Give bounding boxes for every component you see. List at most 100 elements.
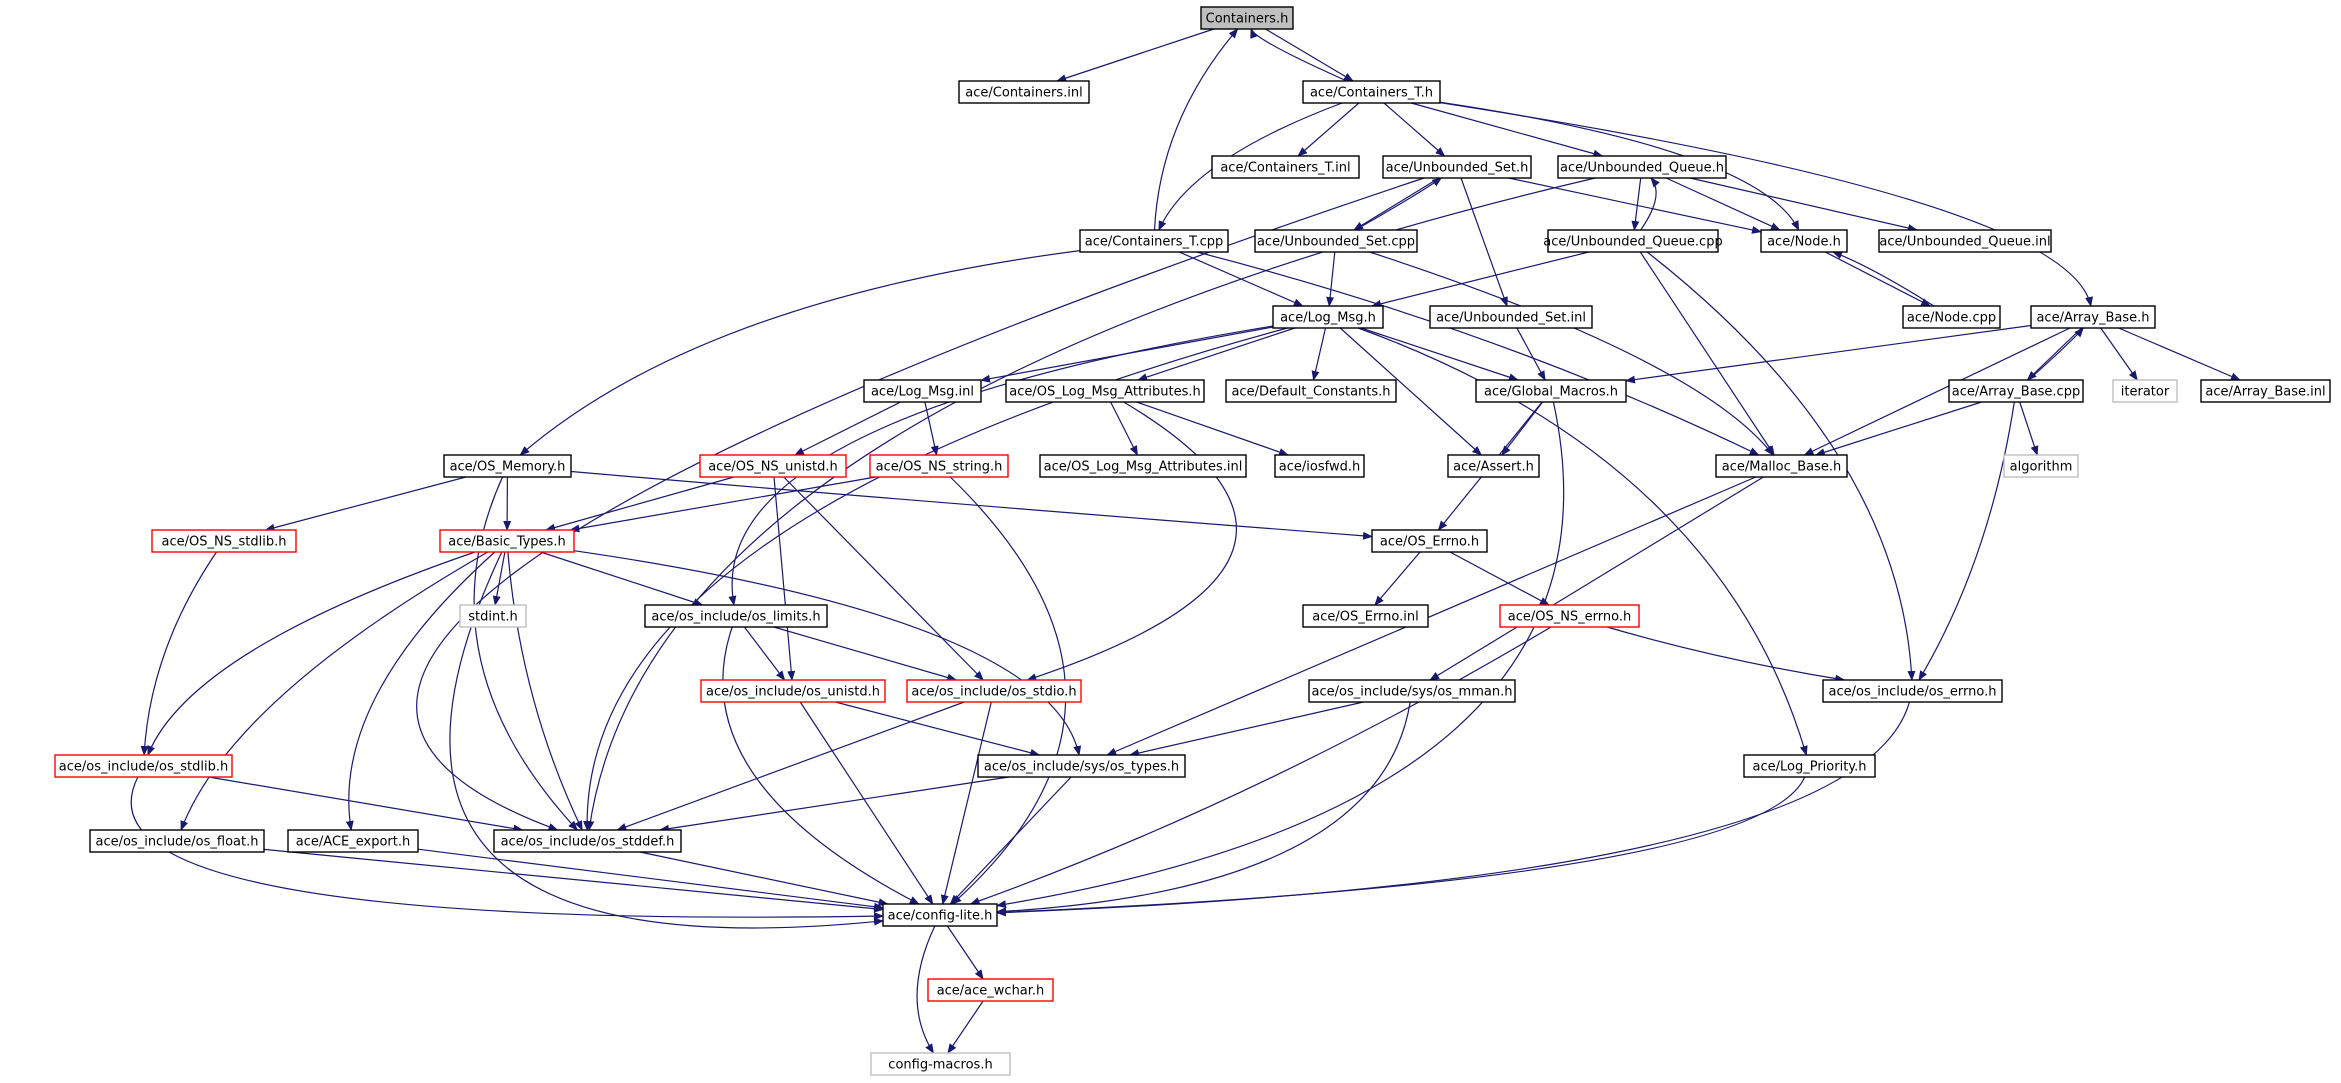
node-box bbox=[958, 80, 1090, 104]
node-box bbox=[1499, 604, 1640, 628]
node-box bbox=[287, 829, 419, 853]
node-box bbox=[1272, 305, 1384, 329]
node-label: ace/config-lite.h bbox=[888, 909, 993, 924]
node-label: ace/OS_Log_Msg_Attributes.h bbox=[1009, 385, 1200, 400]
edge-array_base_cpp-to-malloc_base_h bbox=[1814, 401, 1982, 457]
node-box bbox=[1225, 379, 1397, 403]
node-unbounded-queue-inl[interactable]: ace/Unbounded_Queue.inl bbox=[1878, 229, 2052, 253]
node-ace-export-h[interactable]: ace/ACE_export.h bbox=[287, 829, 419, 853]
node-assert-h[interactable]: ace/Assert.h bbox=[1447, 454, 1540, 478]
edge-containers_h-to-containers_t_h bbox=[1265, 28, 1354, 82]
edge-array_base_h-to-global_macros_h bbox=[1625, 324, 2032, 384]
node-node-cpp[interactable]: ace/Node.cpp bbox=[1902, 305, 2001, 329]
node-array-base-cpp[interactable]: ace/Array_Base.cpp bbox=[1948, 379, 2084, 403]
node-containers-t-cpp[interactable]: ace/Containers_T.cpp bbox=[1079, 229, 1229, 253]
node-box bbox=[1382, 155, 1532, 179]
node-box bbox=[2030, 305, 2156, 329]
node-os-include-sys-os-mman-h[interactable]: ace/os_include/sys/os_mman.h bbox=[1308, 679, 1516, 703]
edge-os_include_sys_os_mman_h-to-os_include_sys_os_types_h bbox=[1129, 701, 1364, 757]
edge-os_include_os_stddef_h-to-config_lite_h bbox=[639, 851, 889, 907]
node-label: ace/Assert.h bbox=[1453, 460, 1534, 475]
node-array-base-inl[interactable]: ace/Array_Base.inl bbox=[2200, 379, 2331, 403]
edge-os_memory_h-to-os_errno_h bbox=[570, 470, 1373, 540]
node-box bbox=[439, 529, 575, 553]
node-box bbox=[1005, 379, 1205, 403]
node-node-h[interactable]: ace/Node.h bbox=[1760, 229, 1848, 253]
node-config-macros-h: config-macros.h bbox=[870, 1052, 1011, 1076]
node-os-include-os-stddef-h[interactable]: ace/os_include/os_stddef.h bbox=[493, 829, 682, 853]
node-containers-t-inl[interactable]: ace/Containers_T.inl bbox=[1211, 155, 1360, 179]
node-os-include-sys-os-types-h[interactable]: ace/os_include/sys/os_types.h bbox=[977, 754, 1186, 778]
node-os-log-msg-attributes-h[interactable]: ace/OS_Log_Msg_Attributes.h bbox=[1005, 379, 1205, 403]
node-log-msg-inl[interactable]: ace/Log_Msg.inl bbox=[863, 379, 982, 403]
node-log-priority-h[interactable]: ace/Log_Priority.h bbox=[1743, 754, 1876, 778]
node-box bbox=[1948, 379, 2084, 403]
edge-os_include_os_stdlib_h-to-config_lite_h bbox=[130, 776, 884, 921]
node-label: ace/Log_Priority.h bbox=[1753, 760, 1867, 775]
node-label: ace/Array_Base.inl bbox=[2205, 385, 2325, 400]
edge-unbounded_set_h-to-unbounded_set_inl bbox=[1460, 177, 1508, 307]
node-global-macros-h[interactable]: ace/Global_Macros.h bbox=[1475, 379, 1627, 403]
node-os-include-os-float-h[interactable]: ace/os_include/os_float.h bbox=[89, 829, 265, 853]
node-box bbox=[906, 679, 1082, 703]
node-unbounded-queue-cpp[interactable]: ace/Unbounded_Queue.cpp bbox=[1543, 229, 1723, 253]
node-label: ace/os_include/os_stdio.h bbox=[911, 685, 1076, 700]
edge-global_macros_h-to-config_lite_h bbox=[996, 401, 1565, 909]
node-box bbox=[443, 454, 572, 478]
node-label: ace/os_include/os_limits.h bbox=[651, 610, 820, 625]
edge-config_lite_h-to-config_macros_h bbox=[916, 925, 936, 1054]
node-label: ace/Unbounded_Queue.cpp bbox=[1543, 235, 1722, 250]
node-os-include-os-limits-h[interactable]: ace/os_include/os_limits.h bbox=[644, 604, 828, 628]
node-box bbox=[151, 529, 297, 553]
edge-log_msg_h-to-default_constants_h bbox=[1311, 327, 1327, 381]
edge-os_ns_unistd_h-to-os_include_os_unistd_h bbox=[773, 476, 796, 681]
node-label: ace/Default_Constants.h bbox=[1231, 385, 1390, 400]
node-label: ace/ace_wchar.h bbox=[937, 984, 1045, 999]
node-log-msg-h[interactable]: ace/Log_Msg.h bbox=[1272, 305, 1384, 329]
edge-node_h-to-node_cpp bbox=[1825, 251, 1932, 307]
node-box bbox=[869, 454, 1009, 478]
edge-containers_t_h-to-containers_t_inl bbox=[1297, 102, 1360, 157]
node-label: algorithm bbox=[2010, 460, 2073, 475]
edge-log_msg_h-to-log_priority_h bbox=[1357, 327, 1808, 756]
node-containers-h[interactable]: Containers.h bbox=[1200, 6, 1294, 30]
node-array-base-h[interactable]: ace/Array_Base.h bbox=[2030, 305, 2156, 329]
node-os-log-msg-attributes-inl[interactable]: ace/OS_Log_Msg_Attributes.inl bbox=[1039, 454, 1247, 478]
node-containers-t-h[interactable]: ace/Containers_T.h bbox=[1302, 80, 1441, 104]
edge-basic_types_h-to-ace_export_h bbox=[345, 551, 496, 831]
edge-os_include_os_limits_h-to-config_lite_h bbox=[722, 626, 920, 905]
node-os-ns-string-h: ace/OS_NS_string.h bbox=[869, 454, 1009, 478]
node-iosfwd-h[interactable]: ace/iosfwd.h bbox=[1274, 454, 1365, 478]
node-unbounded-set-inl[interactable]: ace/Unbounded_Set.inl bbox=[1429, 305, 1593, 329]
node-os-ns-errno-h: ace/OS_NS_errno.h bbox=[1499, 604, 1640, 628]
edge-containers_t_cpp-to-malloc_base_h bbox=[1196, 251, 1760, 456]
edge-unbounded_queue_h-to-unbounded_queue_cpp bbox=[1631, 177, 1642, 231]
node-box bbox=[1715, 454, 1848, 478]
edge-config_lite_h-to-ace_wchar_h bbox=[946, 925, 984, 980]
node-box bbox=[1557, 155, 1727, 179]
node-label: iterator bbox=[2121, 385, 2170, 400]
node-label: ace/OS_NS_string.h bbox=[876, 460, 1003, 475]
node-os-errno-h[interactable]: ace/OS_Errno.h bbox=[1371, 529, 1488, 553]
edge-array_base_h-to-iterator bbox=[2100, 327, 2138, 381]
node-os-memory-h[interactable]: ace/OS_Memory.h bbox=[443, 454, 572, 478]
node-label: ace/Unbounded_Queue.h bbox=[1560, 161, 1724, 176]
edge-unbounded_set_cpp-to-unbounded_set_h bbox=[1355, 177, 1443, 231]
node-default-constants-h[interactable]: ace/Default_Constants.h bbox=[1225, 379, 1397, 403]
node-label: ace/OS_NS_unistd.h bbox=[708, 460, 838, 475]
node-label: ace/Node.h bbox=[1767, 235, 1841, 250]
node-unbounded-set-cpp[interactable]: ace/Unbounded_Set.cpp bbox=[1254, 229, 1418, 253]
node-config-lite-h[interactable]: ace/config-lite.h bbox=[882, 903, 998, 927]
node-os-include-os-errno-h[interactable]: ace/os_include/os_errno.h bbox=[1822, 679, 2003, 703]
node-label: ace/os_include/os_stdlib.h bbox=[59, 760, 228, 775]
node-os-errno-inl[interactable]: ace/OS_Errno.inl bbox=[1302, 604, 1429, 628]
node-unbounded-queue-h[interactable]: ace/Unbounded_Queue.h bbox=[1557, 155, 1727, 179]
node-containers-inl[interactable]: ace/Containers.inl bbox=[958, 80, 1090, 104]
node-unbounded-set-h[interactable]: ace/Unbounded_Set.h bbox=[1382, 155, 1532, 179]
node-os-ns-unistd-h: ace/OS_NS_unistd.h bbox=[699, 454, 847, 478]
edge-unbounded_set_h-to-unbounded_set_cpp bbox=[1353, 177, 1440, 231]
node-label: ace/ACE_export.h bbox=[296, 835, 410, 850]
node-label: ace/os_include/os_stddef.h bbox=[501, 835, 675, 850]
node-label: ace/Array_Base.h bbox=[2036, 311, 2149, 326]
node-malloc-base-h[interactable]: ace/Malloc_Base.h bbox=[1715, 454, 1848, 478]
